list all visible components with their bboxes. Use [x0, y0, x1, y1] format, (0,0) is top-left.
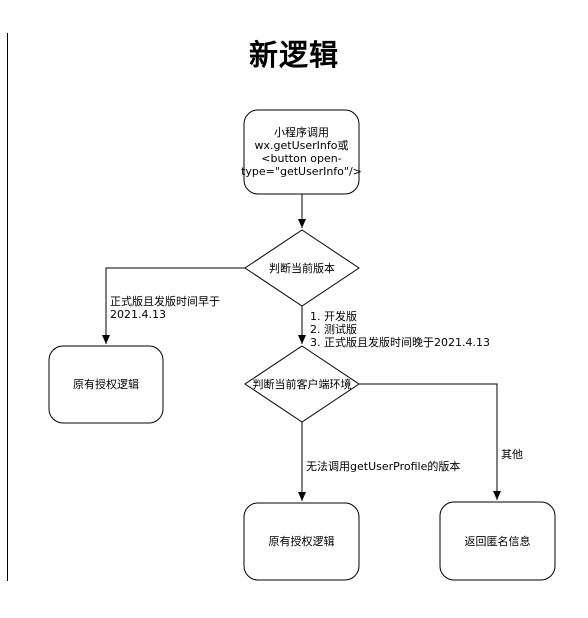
left-margin-rule — [7, 33, 8, 581]
anonymous-node-shape — [439, 501, 556, 581]
legacy-bottom-node-shape — [243, 502, 360, 581]
edge-version-to-legacy-left — [102, 267, 245, 344]
check-version-label: 判断当前版本 — [269, 261, 335, 275]
check-client-label: 判断当前客户端环境 — [252, 377, 352, 391]
legacy-left-node-shape — [48, 345, 164, 424]
edge-label-no-profile: 无法调用getUserProfile的版本 — [306, 460, 461, 473]
legacy-left-label: 原有授权逻辑 — [73, 378, 139, 391]
start-node-label: 小程序调用 wx.getUserInfo或 <button open- type… — [241, 126, 362, 178]
edge-client-to-anonymous — [359, 383, 501, 500]
legacy-bottom-label: 原有授权逻辑 — [268, 535, 335, 548]
anonymous-label: 返回匿名信息 — [464, 534, 531, 548]
edge-label-other: 其他 — [501, 448, 523, 461]
edge-label-dev-cases: 1. 开发版 2. 测试版 3. 正式版且发版时间晚于2021.4.13 — [310, 310, 490, 349]
edge-label-early-release: 正式版且发版时间早于 2021.4.13 — [110, 295, 220, 321]
diagram-title: 新逻辑 — [248, 38, 339, 72]
